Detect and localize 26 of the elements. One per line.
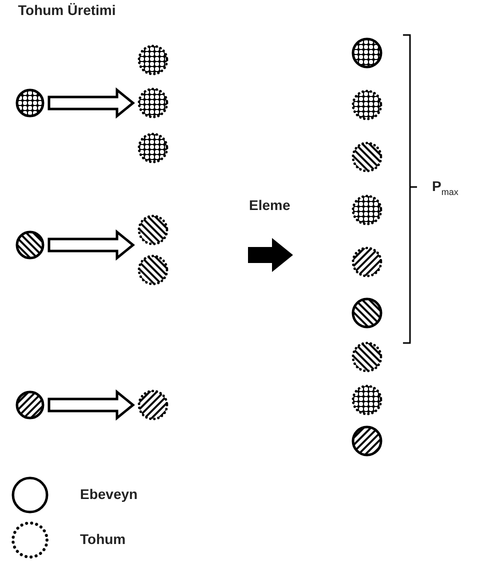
seed-circle bbox=[137, 389, 169, 421]
title: Tohum Üretimi bbox=[18, 2, 116, 18]
hollow-arrow bbox=[48, 389, 135, 421]
seed-circle bbox=[351, 194, 383, 226]
bracket-label: P$_{max}$ bbox=[432, 178, 458, 197]
parent-plant-circle bbox=[15, 230, 45, 260]
parent-plant-circle bbox=[15, 88, 45, 118]
seed-circle bbox=[137, 44, 169, 76]
seed-circle bbox=[351, 89, 383, 121]
parent-plant-circle bbox=[351, 37, 383, 69]
legend-label: Ebeveyn bbox=[80, 486, 138, 502]
seed-circle bbox=[137, 132, 169, 164]
parent-plant-circle bbox=[351, 425, 383, 457]
seed-circle bbox=[137, 87, 169, 119]
seed-circle bbox=[137, 254, 169, 286]
step-label: Eleme bbox=[249, 197, 290, 213]
seed-circle bbox=[351, 141, 383, 173]
hollow-arrow bbox=[48, 87, 135, 119]
seed-circle bbox=[351, 341, 383, 373]
hollow-arrow bbox=[48, 229, 135, 261]
seed-circle bbox=[351, 384, 383, 416]
parent-plant-circle bbox=[351, 297, 383, 329]
legend-label: Tohum bbox=[80, 531, 126, 547]
seed-circle bbox=[351, 246, 383, 278]
parent-plant-circle bbox=[15, 390, 45, 420]
seed-circle bbox=[137, 214, 169, 246]
